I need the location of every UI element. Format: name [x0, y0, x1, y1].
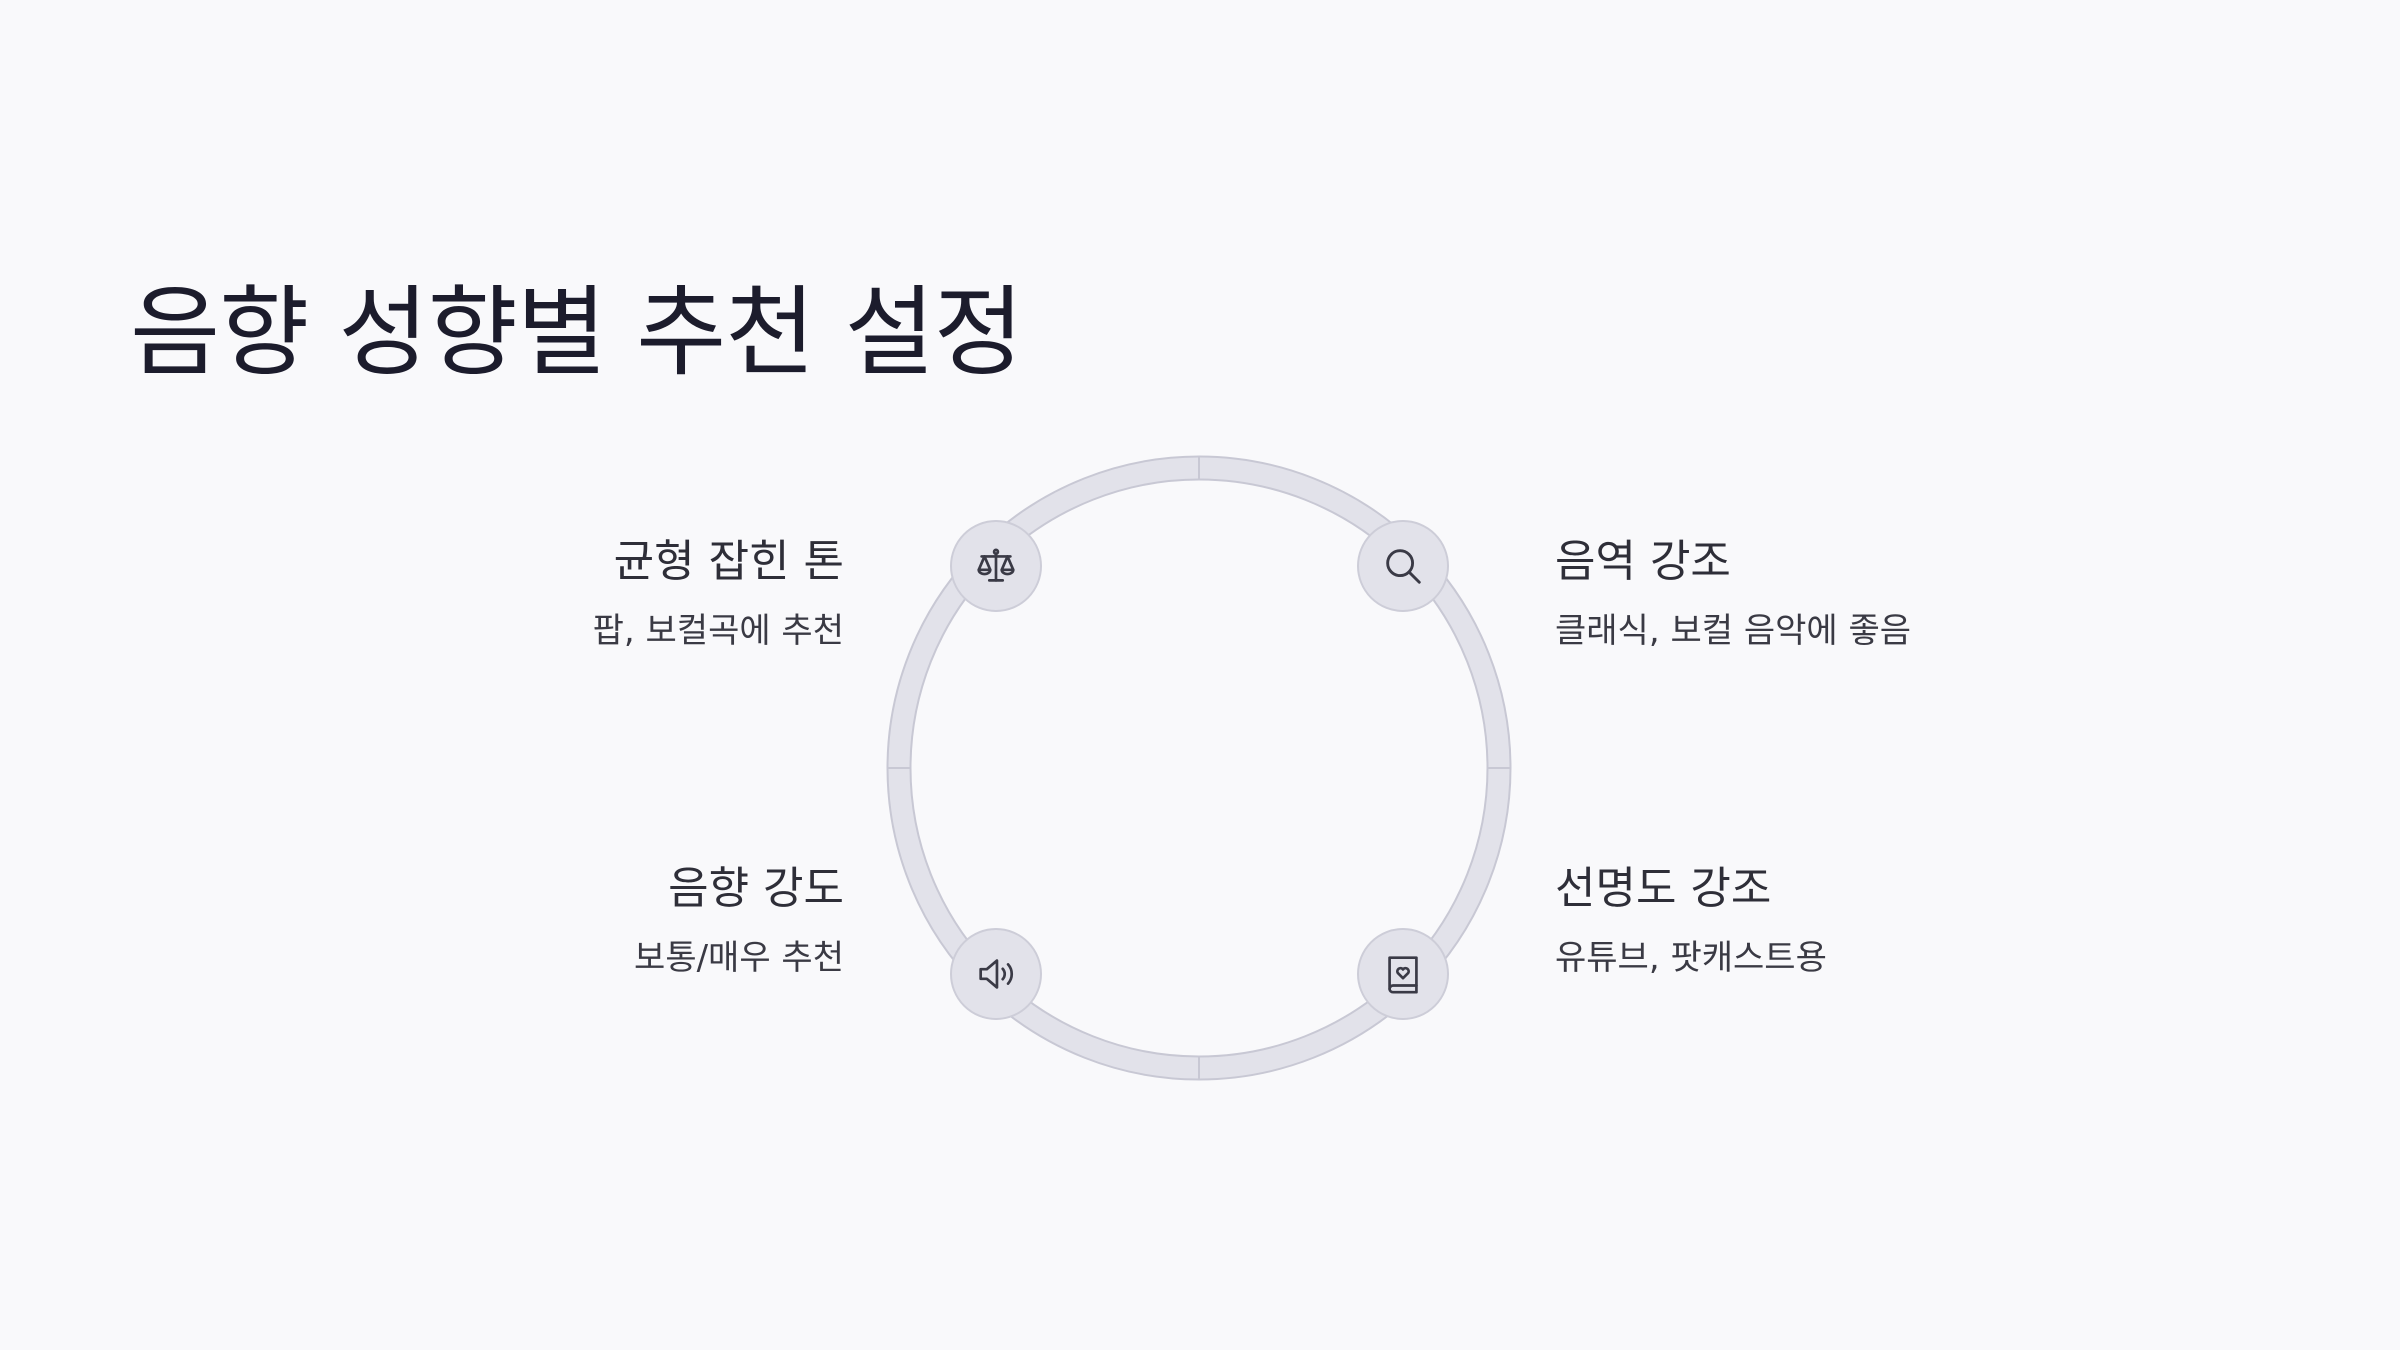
item-description: 보통/매우 추천 — [634, 938, 844, 978]
node-balanced-tone — [950, 520, 1042, 612]
label-sound-intensity: 음향 강도 보통/매우 추천 — [324, 860, 844, 981]
item-description: 팝, 보컬곡에 추천 — [592, 611, 844, 651]
node-sound-intensity — [950, 928, 1042, 1020]
search-icon — [1386, 549, 1421, 584]
item-heading: 균형 잡힌 톤 — [613, 536, 844, 587]
speaker-icon — [979, 959, 1013, 989]
label-clarity-emphasis: 선명도 강조 유튜브, 팟캐스트용 — [1555, 860, 2075, 981]
label-range-emphasis: 음역 강조 클래식, 보컬 음악에 좋음 — [1555, 533, 2075, 654]
page-title: 음향 성향별 추천 설정 — [130, 276, 1024, 390]
item-heading: 음역 강조 — [1555, 536, 1731, 587]
item-description: 유튜브, 팟캐스트용 — [1555, 938, 1827, 978]
node-range-emphasis — [1357, 520, 1449, 612]
item-heading: 음향 강도 — [668, 863, 844, 914]
label-balanced-tone: 균형 잡힌 톤 팝, 보컬곡에 추천 — [324, 533, 844, 654]
item-description: 클래식, 보컬 음악에 좋음 — [1555, 611, 1912, 651]
item-heading: 선명도 강조 — [1555, 863, 1772, 914]
scale-icon — [977, 548, 1015, 582]
node-clarity-emphasis — [1357, 928, 1449, 1020]
heart-book-icon — [1388, 956, 1418, 994]
